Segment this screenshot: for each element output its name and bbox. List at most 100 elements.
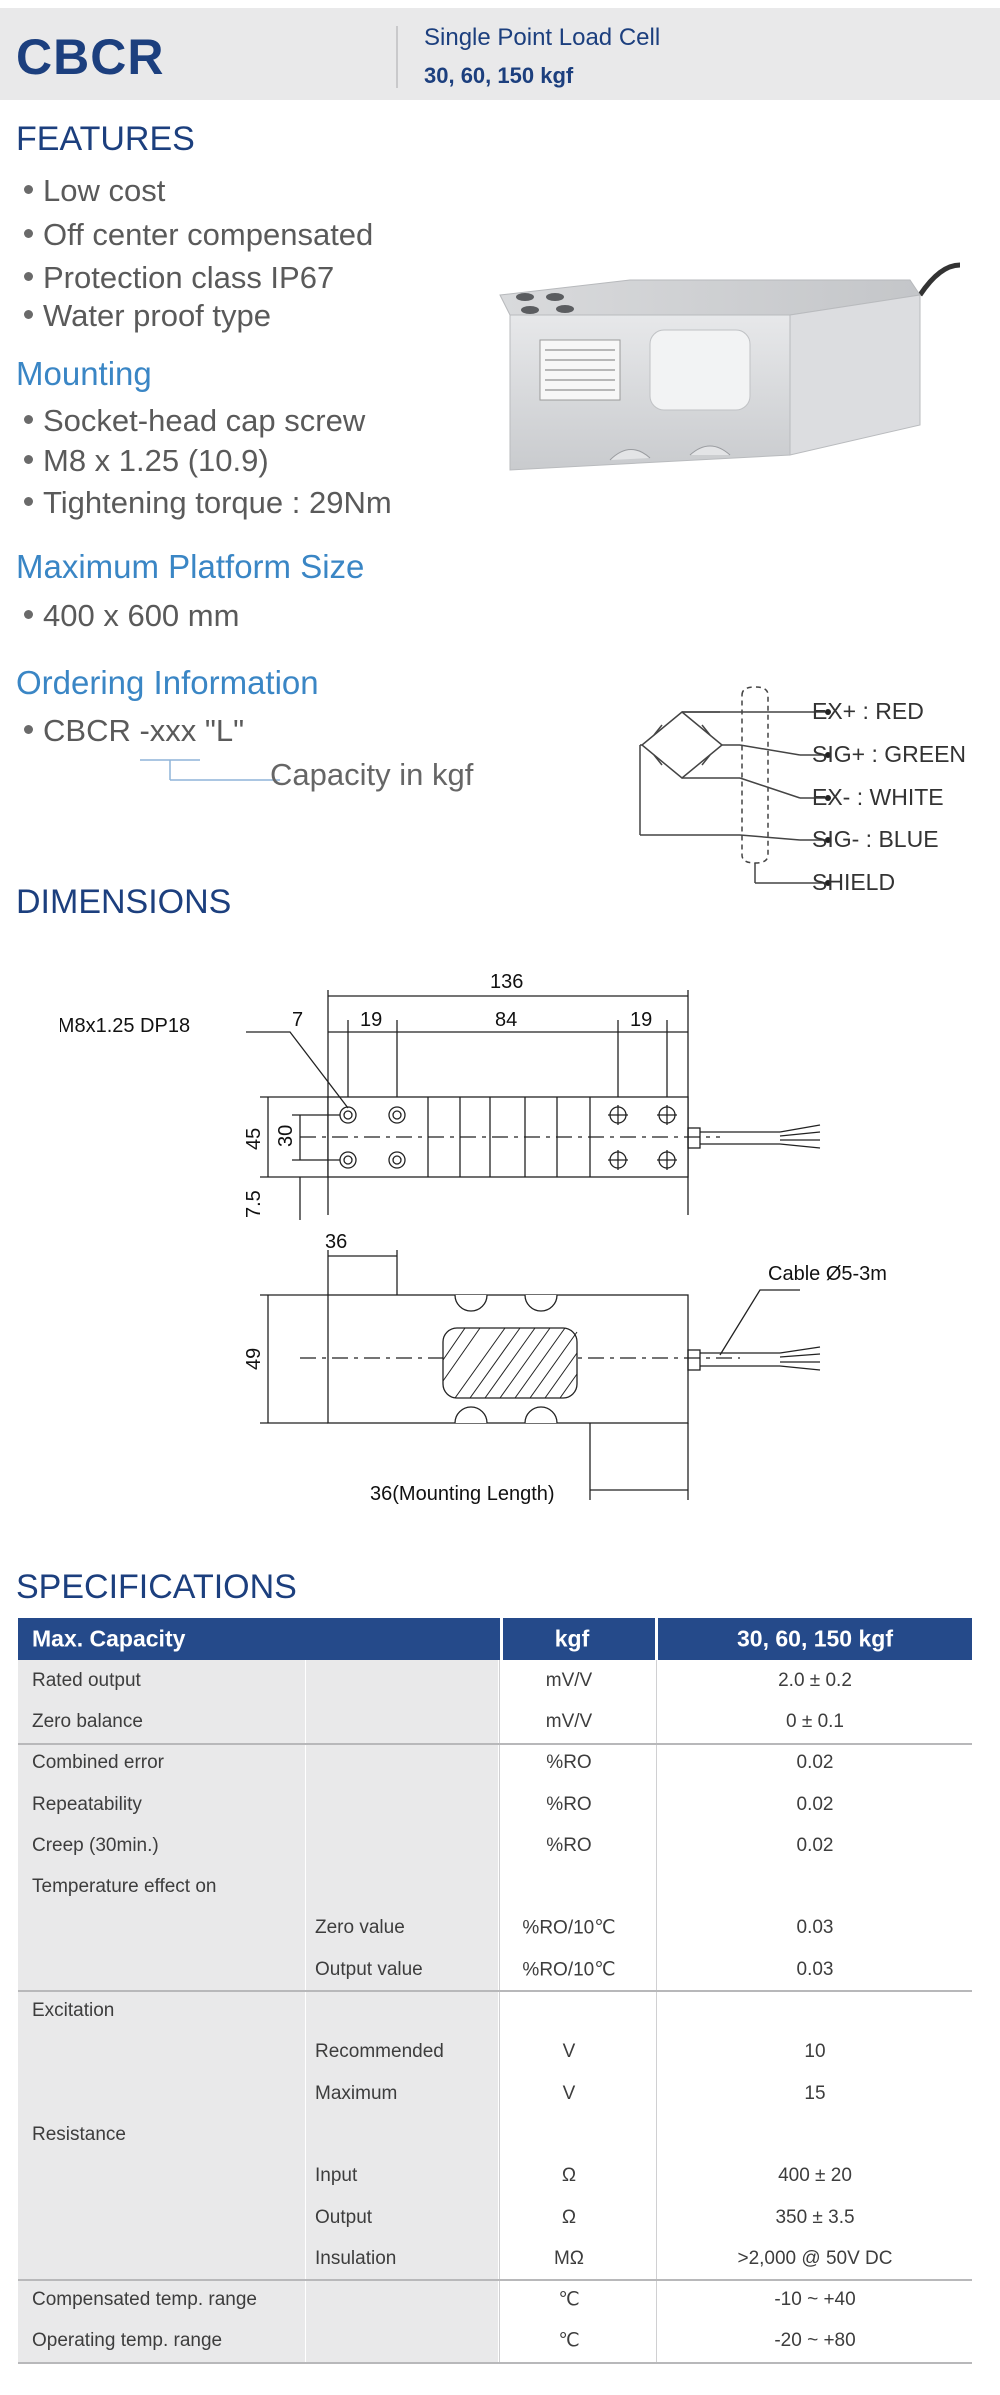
dim-height-30: 30: [275, 1125, 297, 1147]
mounting-item: Socket-head cap screw: [20, 403, 365, 439]
spec-unit: mV/V: [545, 1710, 593, 1732]
spec-value: 0.02: [796, 1752, 834, 1774]
spec-row: Creep (30min.) %RO 0.02: [18, 1825, 972, 1867]
spec-value: 350 ± 3.5: [775, 2206, 855, 2228]
spec-unit: mV/V: [545, 1669, 593, 1691]
header-unit: kgf: [554, 1625, 590, 1652]
spec-label: Resistance: [32, 2123, 126, 2145]
spec-value: >2,000 @ 50V DC: [737, 2247, 893, 2269]
spec-unit: V: [562, 2041, 576, 2063]
spec-unit: Ω: [561, 2165, 577, 2187]
wire-ex-minus: EX- : WHITE: [812, 784, 944, 810]
ordering-code: CBCR -xxx "L": [20, 713, 244, 749]
spec-value: -10 ~ +40: [774, 2289, 856, 2311]
spec-label: Creep (30min.): [32, 1834, 159, 1856]
spec-sublabel: Insulation: [315, 2247, 397, 2269]
bullet-icon: [24, 229, 33, 239]
spec-sublabel: Zero value: [315, 1917, 405, 1939]
spec-unit: ℃: [558, 2289, 580, 2311]
spec-unit: ℃: [558, 2330, 580, 2352]
platform-heading: Maximum Platform Size: [16, 548, 365, 585]
bullet-icon: [24, 415, 33, 425]
spec-sublabel: Output: [315, 2206, 373, 2228]
spec-unit: %RO/10℃: [522, 1959, 616, 1981]
spec-row: Compensated temp. range ℃ -10 ~ +40: [18, 2279, 972, 2321]
spec-unit: %RO: [546, 1793, 592, 1815]
feature-item: Off center compensated: [20, 217, 373, 253]
spec-row: Resistance: [18, 2114, 972, 2156]
capacity-label: Capacity in kgf: [270, 757, 474, 792]
spec-row: Zero balance mV/V 0 ± 0.1: [18, 1701, 972, 1743]
mounting-item: Tightening torque : 29Nm: [20, 485, 392, 521]
dim-cable: Cable Ø5-3m: [768, 1263, 887, 1285]
spec-unit: %RO/10℃: [522, 1917, 616, 1939]
cable-icon: [917, 262, 961, 297]
dim-height-45: 45: [243, 1128, 265, 1150]
header-divider: [396, 26, 398, 88]
spec-row: Output value %RO/10℃ 0.03: [18, 1949, 972, 1991]
spec-row: Temperature effect on: [18, 1866, 972, 1908]
spec-label: Compensated temp. range: [32, 2289, 257, 2311]
wire-shield: SHIELD: [812, 869, 896, 895]
dim-hole-left: 19: [360, 1009, 382, 1031]
spec-row: Excitation: [18, 1990, 972, 2032]
spec-label: Zero balance: [32, 1710, 143, 1732]
spec-value: 2.0 ± 0.2: [778, 1669, 852, 1691]
bullet-icon: [24, 725, 33, 735]
features-heading: FEATURES: [16, 120, 195, 158]
header-band: CBCR Single Point Load Cell 30, 60, 150 …: [0, 8, 1000, 100]
spec-row: Input Ω 400 ± 20: [18, 2155, 972, 2197]
spec-sublabel: Input: [315, 2165, 358, 2187]
spec-table-header: Max. Capacity kgf 30, 60, 150 kgf: [18, 1618, 972, 1660]
spec-label: Operating temp. range: [32, 2330, 223, 2352]
wire-sig-plus: SIG+ : GREEN: [812, 741, 967, 767]
mounting-heading: Mounting: [16, 355, 152, 392]
specifications-heading: SPECIFICATIONS: [16, 1568, 297, 1606]
spec-label: Excitation: [32, 2000, 115, 2022]
spec-value: 0 ± 0.1: [786, 1710, 844, 1732]
spec-unit: %RO: [546, 1834, 592, 1856]
bullet-icon: [24, 497, 33, 507]
product-subtitle: Single Point Load Cell: [424, 24, 661, 51]
spec-row: Zero value %RO/10℃ 0.03: [18, 1907, 972, 1950]
wiring-diagram: [639, 686, 831, 886]
dim-left-edge: 7: [292, 1009, 303, 1031]
load-cell-photo: [499, 262, 961, 471]
bullet-icon: [24, 455, 33, 465]
dim-mounting-length: 36(Mounting Length): [370, 1483, 555, 1505]
spec-label: Temperature effect on: [32, 1876, 217, 1898]
spec-sublabel: Maximum: [315, 2082, 398, 2104]
feature-item: Protection class IP67: [20, 260, 334, 296]
spec-value: 15: [804, 2082, 826, 2104]
spec-value: 0.03: [796, 1917, 834, 1939]
spec-value: 0.02: [796, 1793, 834, 1815]
bullet-icon: [24, 610, 33, 620]
header-max-capacity: Max. Capacity: [32, 1625, 186, 1652]
spec-unit: MΩ: [553, 2247, 585, 2269]
spec-value: 0.02: [796, 1834, 834, 1856]
dimension-drawing: 136 7 19 84 19 8-M8x1.25 DP18 36 Cable Ø…: [60, 971, 887, 1505]
feature-item: Water proof type: [20, 298, 271, 334]
dim-thread: 8-M8x1.25 DP18: [60, 1015, 190, 1037]
feature-item: Low cost: [20, 173, 165, 209]
spec-sublabel: Output value: [315, 1958, 423, 1980]
mounting-item: M8 x 1.25 (10.9): [20, 443, 269, 479]
spec-value: -20 ~ +80: [774, 2330, 856, 2352]
ordering-leader-line: [140, 759, 280, 781]
bullet-icon: [24, 310, 33, 320]
dim-side-49: 49: [243, 1348, 265, 1370]
ordering-heading: Ordering Information: [16, 664, 319, 701]
spec-row: Insulation MΩ >2,000 @ 50V DC: [18, 2238, 972, 2280]
spec-sublabel: Recommended: [315, 2041, 444, 2063]
dim-overall: 136: [490, 971, 523, 993]
spec-unit: %RO: [546, 1752, 592, 1774]
spec-value: 400 ± 20: [778, 2165, 852, 2187]
spec-row: Operating temp. range ℃ -20 ~ +80: [18, 2320, 972, 2363]
spec-value: 0.03: [796, 1958, 834, 1980]
product-capacities: 30, 60, 150 kgf: [424, 63, 574, 88]
